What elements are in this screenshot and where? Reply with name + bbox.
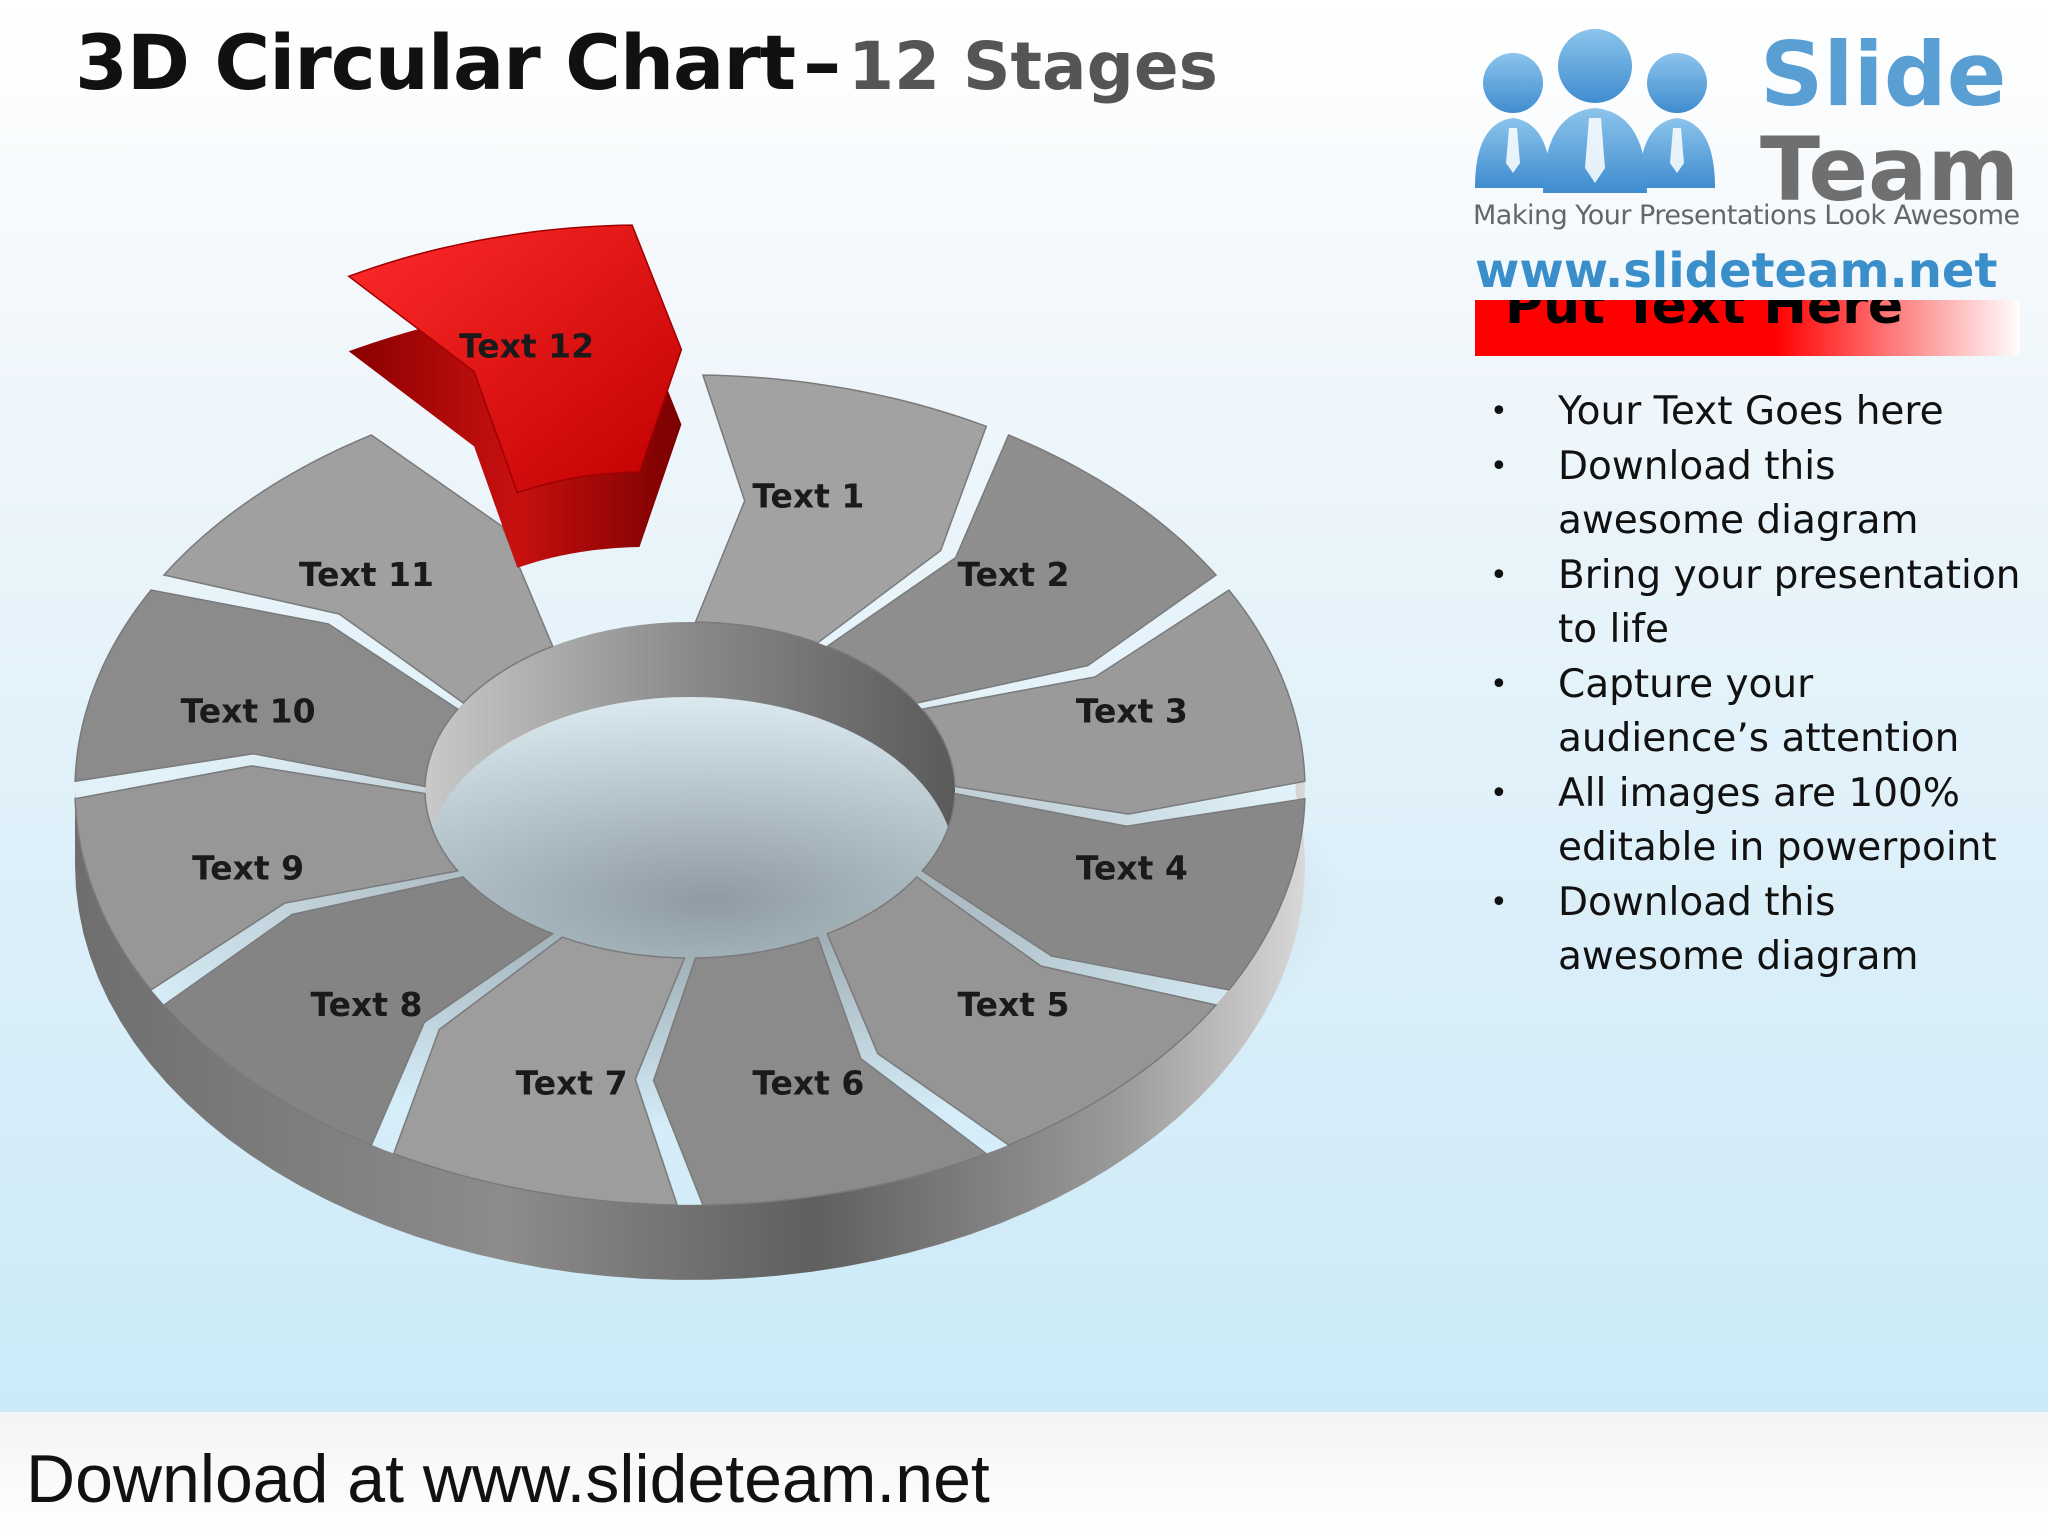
bullet-item: • Capture your audience’s attention [1490, 658, 2030, 767]
bullet-list: • Your Text Goes here • Download this aweso… [1490, 385, 2030, 985]
circular-diagram: Text 1 Text 2 Text 3 Text 4 Text 5 Text 6 Text… [74, 224, 1345, 1280]
ring-inner-side [425, 622, 955, 865]
bullet-item: • All images are 100% editable in powerpo… [1490, 767, 2030, 876]
highlight-segment-top [347, 224, 683, 494]
header-bar-text: Put Text Here [1505, 300, 1904, 336]
bullet-dot-icon: • [1490, 884, 1508, 920]
stage-label-11: Text 11 [299, 555, 434, 594]
stage-segment-12-highlight[interactable] [347, 224, 683, 568]
bullet-item: • Download this awesome diagram [1490, 440, 2030, 549]
title-main: 3D Circular Chart [75, 18, 796, 107]
stage-segment-5[interactable] [826, 876, 1218, 1146]
bullet-text: Capture your audience’s attention [1558, 661, 1960, 762]
stage-label-10: Text 10 [181, 691, 316, 730]
stage-label-3: Text 3 [1076, 691, 1188, 730]
bullet-text: Bring your presentation to life [1558, 552, 2021, 653]
bullet-dot-icon: • [1490, 448, 1508, 484]
stage-segment-6[interactable] [652, 936, 988, 1206]
stage-segment-11[interactable] [162, 434, 554, 704]
stage-label-6: Text 6 [752, 1064, 864, 1103]
stage-segment-8[interactable] [162, 876, 555, 1146]
bullet-item: • Bring your presentation to life [1490, 549, 2030, 658]
logo-tagline: Making Your Presentations Look Awesome [1473, 200, 2020, 231]
stage-segment-2[interactable] [825, 434, 1218, 704]
bullet-text: Download this awesome diagram [1558, 443, 1919, 544]
bullet-dot-icon: • [1490, 666, 1508, 702]
people-logo-icon [1475, 29, 1715, 193]
logo-brand-slide: Slide [1760, 23, 2007, 126]
stage-segment-10[interactable] [74, 589, 459, 788]
title-dash: – [803, 18, 841, 107]
stage-label-1: Text 1 [752, 477, 864, 516]
footer-text[interactable]: Download at www.slideteam.net [26, 1441, 990, 1517]
logo-url[interactable]: www.slideteam.net [1475, 243, 1998, 299]
bullet-dot-icon: • [1490, 557, 1508, 593]
slideteam-logo: Slide Team Making Your Presentations Loo… [1465, 18, 2025, 318]
title-subtitle: 12 Stages [848, 28, 1218, 105]
bullet-item: • Download this awesome diagram [1490, 876, 2030, 985]
bullet-text: Download this awesome diagram [1558, 879, 1919, 980]
page-title: 3D Circular Chart–12 Stages [75, 18, 1218, 107]
stage-label-4: Text 4 [1076, 849, 1188, 888]
header-bar: Put Text Here [1475, 300, 2020, 356]
stage-segment-1[interactable] [694, 374, 988, 644]
stage-label-9: Text 9 [192, 849, 304, 888]
bullet-text: All images are 100% editable in powerpoi… [1558, 770, 1997, 871]
stage-label-2: Text 2 [957, 555, 1069, 594]
stage-label-5: Text 5 [957, 985, 1069, 1024]
stage-label-12: Text 12 [459, 327, 594, 366]
stage-label-8: Text 8 [310, 985, 422, 1024]
bullet-text: Your Text Goes here [1558, 389, 1944, 434]
stage-label-7: Text 7 [516, 1064, 628, 1103]
bullet-dot-icon: • [1490, 775, 1508, 811]
stage-segment-9[interactable] [74, 765, 460, 991]
footer: Download at www.slideteam.net [0, 1412, 2048, 1536]
stage-segment-4[interactable] [921, 792, 1306, 991]
stage-segment-7[interactable] [392, 936, 686, 1206]
bullet-dot-icon: • [1490, 394, 1508, 429]
logo-brand-team: Team [1760, 118, 2020, 221]
bullet-item: • Your Text Goes here [1490, 385, 2030, 440]
stage-segment-3[interactable] [920, 589, 1306, 815]
